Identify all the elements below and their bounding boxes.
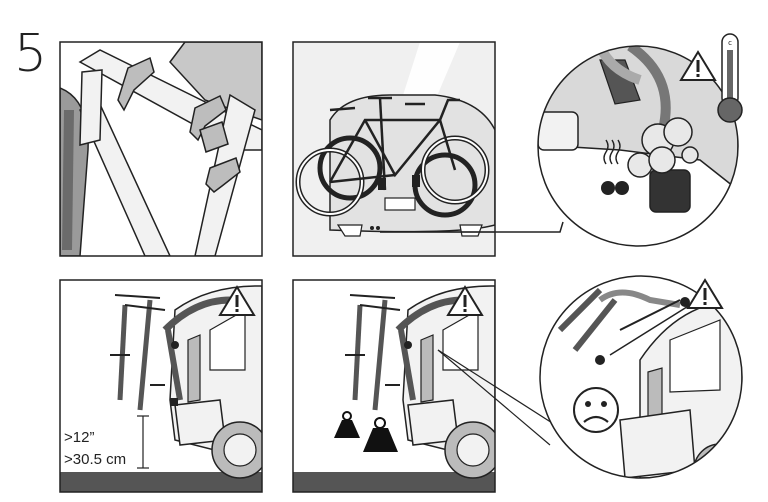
clearance-dimension <box>137 415 149 469</box>
strap-icon <box>117 56 241 193</box>
warning-icon <box>679 50 717 81</box>
warning-icon <box>686 278 724 309</box>
clearance-inches-label: >12” <box>64 429 95 446</box>
thermometer-icon: c <box>717 33 743 123</box>
road <box>60 472 262 492</box>
exhaust-pipe <box>370 226 374 230</box>
callout-heat-warning: c <box>380 33 743 247</box>
warning-icon <box>218 285 256 316</box>
panel-ground-clearance <box>59 279 263 493</box>
sad-face-icon <box>573 387 619 433</box>
step-number: 5 <box>14 24 48 84</box>
weight-icon <box>334 411 398 452</box>
panel-strap-detail <box>59 41 263 257</box>
clearance-cm-label: >30.5 cm <box>64 451 127 468</box>
panel-overweight <box>292 279 561 493</box>
callout-frame-contact <box>539 275 743 479</box>
warning-icon <box>446 285 484 316</box>
svg-text:c: c <box>728 39 732 47</box>
exhaust-smoke <box>627 117 699 178</box>
panel-exhaust-view <box>292 41 496 257</box>
